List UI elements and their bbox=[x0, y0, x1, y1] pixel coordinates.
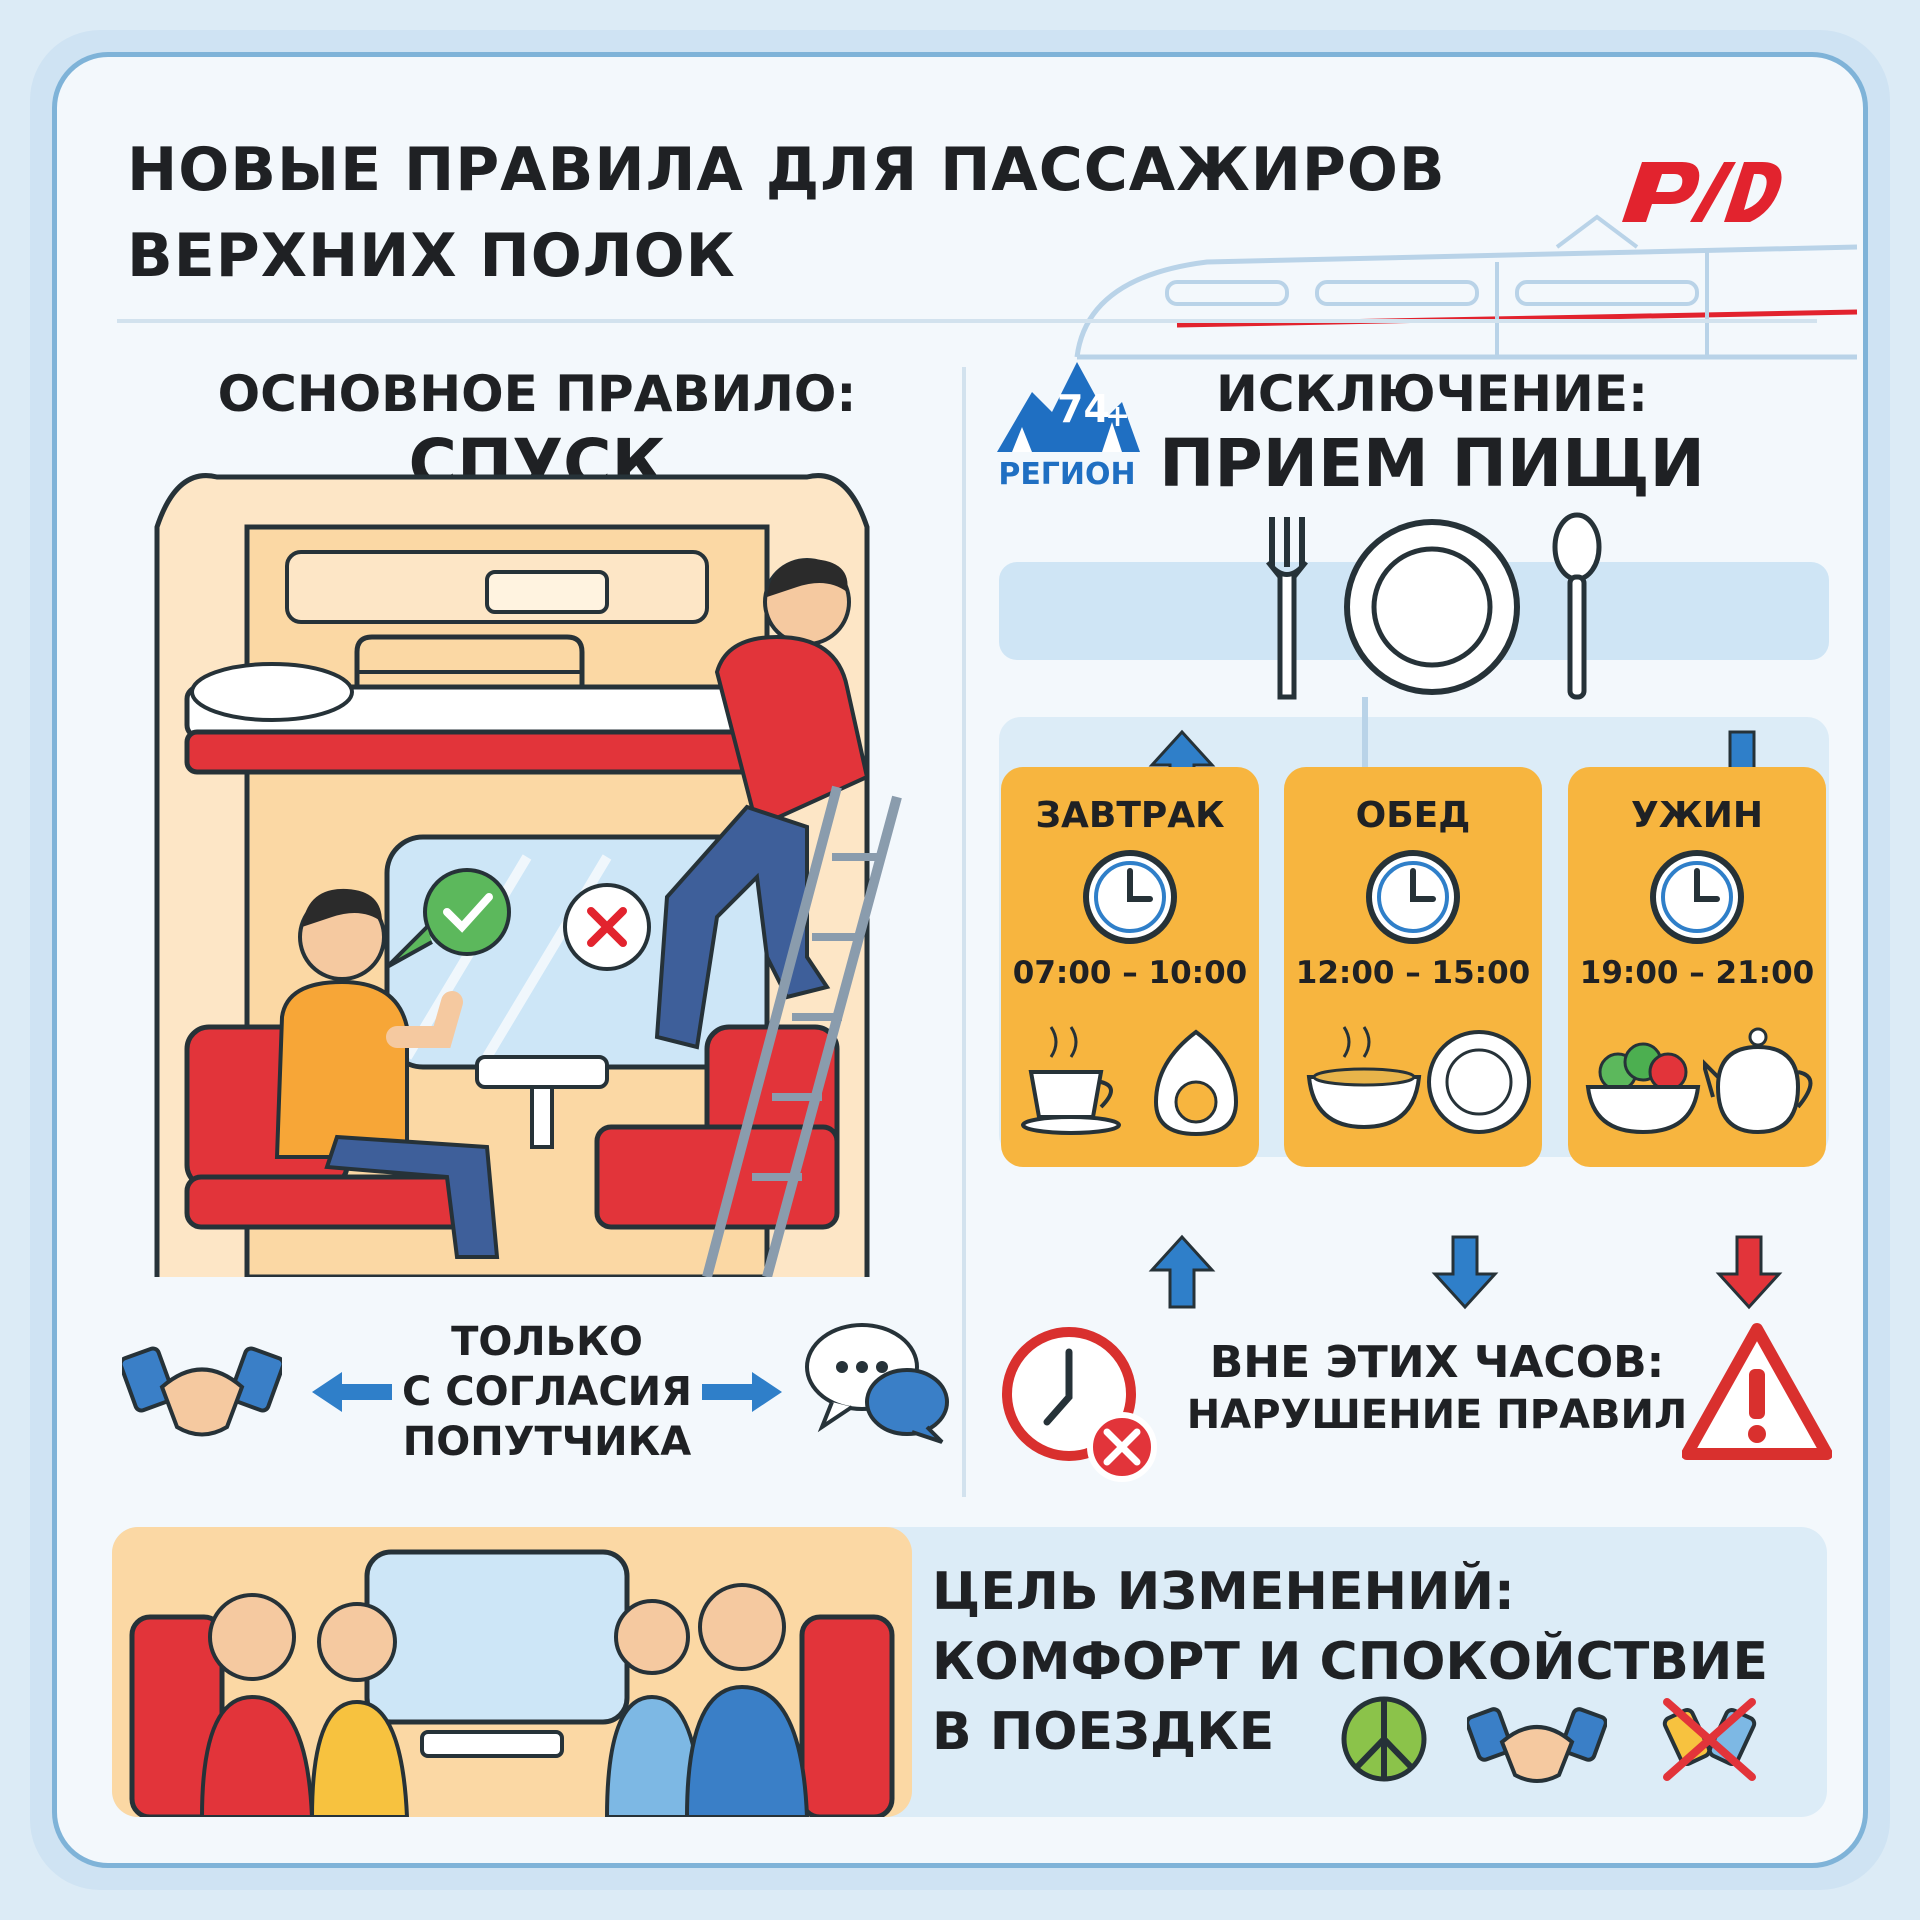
goal-text-line-2: КОМФОРТ И СПОКОЙСТВИЕ bbox=[932, 1632, 1768, 1692]
peace-icon bbox=[1341, 1696, 1427, 1782]
consent-text: ТОЛЬКО С СОГЛАСИЯ ПОПУТЧИКА bbox=[397, 1317, 697, 1467]
meal-card-breakfast: ЗАВТРАК 07:00 – 10:00 bbox=[1001, 767, 1259, 1167]
rzd-logo bbox=[1622, 162, 1782, 222]
goal-text-line-3: В ПОЕЗДКЕ bbox=[932, 1702, 1275, 1762]
meals-connector bbox=[1362, 697, 1368, 777]
meal-time: 12:00 – 15:00 bbox=[1295, 955, 1531, 991]
egg-icon bbox=[1153, 1029, 1239, 1137]
clock-icon bbox=[1650, 850, 1744, 944]
soup-bowl-icon bbox=[1306, 1026, 1422, 1130]
clock-forbidden-icon bbox=[1002, 1327, 1157, 1482]
warning-icon bbox=[1682, 1323, 1832, 1460]
arrow-down-red-icon bbox=[1715, 1235, 1783, 1310]
left-heading-label: ОСНОВНОЕ ПРАВИЛО: bbox=[217, 365, 857, 423]
passengers-illustration bbox=[112, 1527, 912, 1817]
warning-heading: ВНЕ ЭТИХ ЧАСОВ: bbox=[1209, 1337, 1665, 1388]
region-number: 74 bbox=[1057, 387, 1110, 431]
plate-cutlery-icon bbox=[1266, 512, 1602, 700]
meal-time: 07:00 – 10:00 bbox=[1012, 955, 1248, 991]
center-divider bbox=[962, 367, 966, 1497]
plate-icon bbox=[1344, 519, 1520, 695]
salad-icon bbox=[1585, 1042, 1701, 1135]
fork-icon bbox=[1266, 517, 1308, 700]
handshake-icon bbox=[1467, 1707, 1607, 1783]
compartment-illustration bbox=[154, 473, 902, 1277]
teapot-icon bbox=[1703, 1027, 1813, 1135]
consent-line-1: ТОЛЬКО bbox=[451, 1319, 643, 1365]
consent-line-3: ПОПУТЧИКА bbox=[402, 1419, 692, 1465]
meal-card-lunch: ОБЕД 12:00 – 15:00 bbox=[1284, 767, 1542, 1167]
goal-heading: ЦЕЛЬ ИЗМЕНЕНИЙ: bbox=[932, 1562, 1515, 1622]
arrow-right-icon bbox=[702, 1372, 782, 1412]
chat-bubbles-icon bbox=[805, 1323, 949, 1444]
meal-name: ОБЕД bbox=[1355, 795, 1471, 836]
right-heading-label: ИСКЛЮЧЕНИЕ: bbox=[1215, 365, 1649, 423]
infographic-card: НОВЫЕ ПРАВИЛА ДЛЯ ПАССАЖИРОВ ВЕРХНИХ ПОЛ… bbox=[52, 52, 1868, 1868]
meal-name: УЖИН bbox=[1630, 795, 1764, 836]
train-illustration bbox=[1074, 214, 1858, 360]
arrow-left-icon bbox=[312, 1372, 392, 1412]
page-title: НОВЫЕ ПРАВИЛА ДЛЯ ПАССАЖИРОВ ВЕРХНИХ ПОЛ… bbox=[127, 135, 1446, 291]
meal-name: ЗАВТРАК bbox=[1035, 795, 1225, 836]
arrow-up-icon bbox=[1148, 1234, 1216, 1309]
header-divider bbox=[117, 319, 1817, 323]
no-conflict-icon bbox=[1662, 1698, 1757, 1781]
clock-icon bbox=[1083, 850, 1177, 944]
region-74-badge bbox=[997, 362, 1140, 452]
right-heading-value: ПРИЕМ ПИЩИ bbox=[1159, 425, 1705, 502]
region-text: РЕГИОН bbox=[998, 457, 1136, 492]
coffee-cup-icon bbox=[1021, 1026, 1121, 1135]
region-plus: + bbox=[1105, 399, 1131, 434]
meal-time: 19:00 – 21:00 bbox=[1579, 955, 1815, 991]
arrow-down-icon bbox=[1431, 1235, 1499, 1310]
spoon-icon bbox=[1552, 512, 1602, 700]
plate-icon bbox=[1427, 1030, 1531, 1134]
meal-card-dinner: УЖИН 19:00 – 21:00 bbox=[1568, 767, 1826, 1167]
clock-icon bbox=[1366, 850, 1460, 944]
consent-line-2: С СОГЛАСИЯ bbox=[402, 1369, 692, 1415]
check-icon bbox=[423, 868, 511, 956]
warning-text: НАРУШЕНИЕ ПРАВИЛ bbox=[1186, 1392, 1688, 1438]
handshake-icon bbox=[122, 1346, 282, 1437]
